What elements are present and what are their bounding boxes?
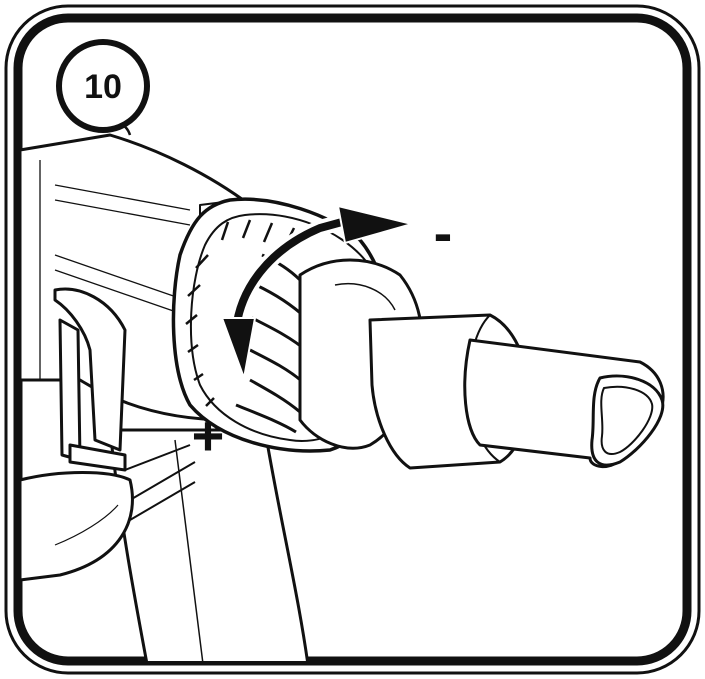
curved-double-arrow-icon — [220, 204, 416, 382]
decrease-label: - — [434, 201, 453, 264]
increase-label: + — [192, 404, 225, 467]
heat-gun-illustration — [18, 121, 665, 661]
step-number-badge: 10 — [56, 39, 150, 133]
frame-border — [4, 4, 701, 675]
step-number: 10 — [84, 68, 122, 106]
